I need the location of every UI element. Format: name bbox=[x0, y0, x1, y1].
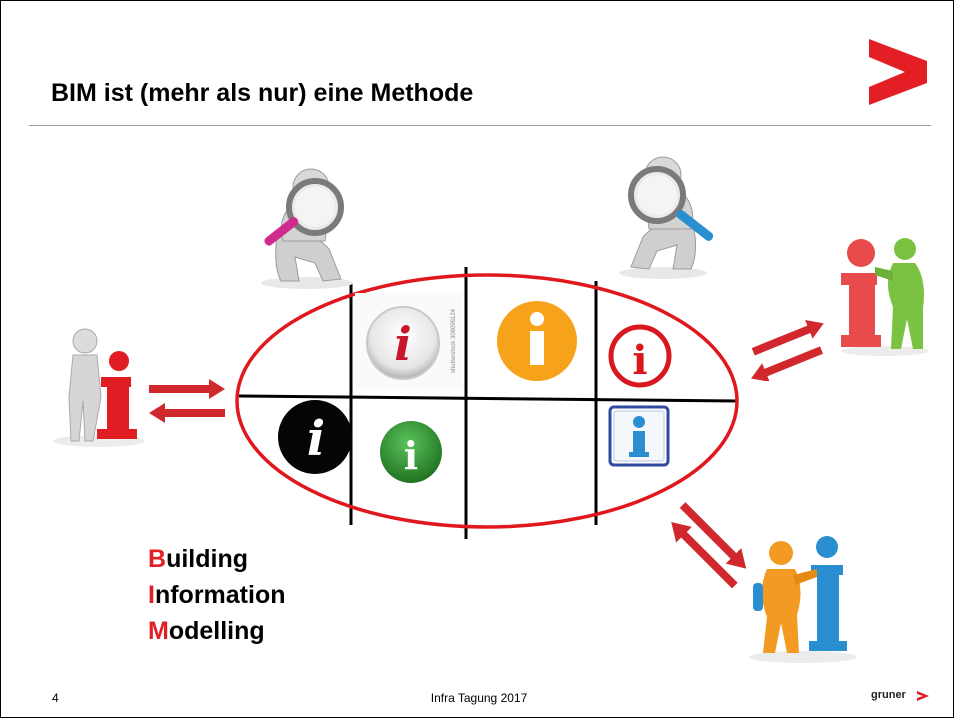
svg-text:i: i bbox=[394, 317, 411, 371]
svg-text:i: i bbox=[404, 433, 418, 478]
footer-logo: gruner bbox=[871, 688, 931, 704]
silver-info-icon: i shutterstock 308098124 bbox=[366, 306, 457, 380]
bidirectional-arrows-left-icon bbox=[149, 379, 225, 423]
magnifier-figure-right-icon bbox=[619, 156, 714, 279]
svg-text:i: i bbox=[307, 411, 325, 467]
svg-text:i: i bbox=[632, 337, 647, 384]
orange-info-icon bbox=[497, 301, 577, 381]
magnifier-figure-left-icon bbox=[261, 168, 353, 289]
info-ellipse-diagram bbox=[235, 267, 739, 539]
acronym-line-building: Building bbox=[148, 545, 248, 573]
acronym-line-modelling: Modelling bbox=[148, 617, 265, 645]
person-with-red-info-left-icon bbox=[53, 328, 145, 447]
footer-title: Infra Tagung 2017 bbox=[430, 691, 528, 705]
footer-chevron-icon bbox=[917, 691, 929, 701]
bim-acronym: Building Information Modelling bbox=[148, 541, 286, 649]
bidirectional-arrows-diagonal-icon bbox=[671, 502, 747, 589]
people-with-info-bottom-right-icon bbox=[749, 536, 857, 663]
footer-logo-text: gruner bbox=[871, 689, 906, 701]
info-tile-silver: i shutterstock 308098124 bbox=[355, 293, 463, 389]
stock-watermark: shutterstock 308098124 bbox=[451, 308, 457, 373]
page-number: 4 bbox=[52, 691, 59, 705]
person-with-red-info-right-icon bbox=[841, 238, 929, 356]
blue-square-info-icon bbox=[608, 405, 670, 467]
acronym-line-information: Information bbox=[148, 581, 286, 609]
green-info-icon: i bbox=[380, 421, 442, 483]
bidirectional-arrows-right-icon bbox=[751, 320, 824, 381]
red-outline-info-icon: i bbox=[608, 324, 672, 388]
black-info-icon: i bbox=[278, 400, 352, 474]
slide-title: BIM ist (mehr als nur) eine Methode bbox=[51, 79, 474, 107]
chevron-logo-icon bbox=[869, 39, 927, 105]
title-divider bbox=[29, 125, 931, 126]
